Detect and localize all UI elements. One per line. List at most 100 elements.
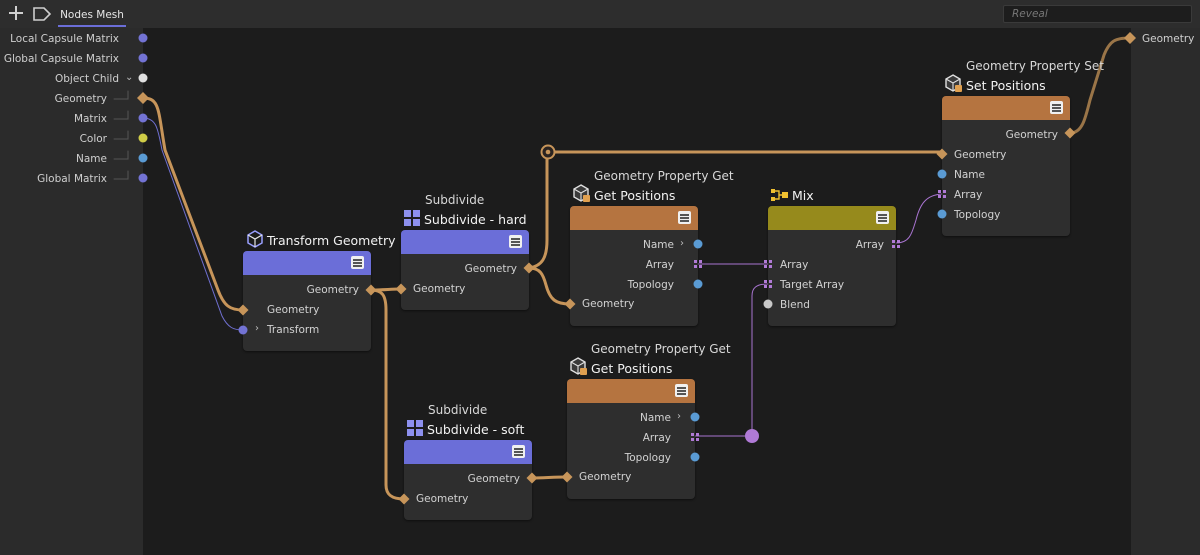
mix-icon bbox=[771, 187, 789, 206]
port-socket-name-in[interactable] bbox=[937, 169, 947, 179]
wire-set-to-output bbox=[1068, 36, 1132, 135]
port-socket-topology-in[interactable] bbox=[937, 209, 947, 219]
input-port-label: Geometry bbox=[582, 298, 635, 310]
node-subtitle: Geometry Property Get bbox=[591, 342, 731, 356]
input-port-label: Array bbox=[780, 259, 809, 271]
port-socket-object[interactable] bbox=[138, 73, 148, 83]
port-socket-geometry-in[interactable] bbox=[398, 493, 410, 505]
port-socket-array-in[interactable] bbox=[764, 260, 772, 268]
search-input[interactable]: Reveal bbox=[1003, 5, 1192, 23]
node-header[interactable] bbox=[570, 206, 698, 230]
port-socket-topology-out[interactable] bbox=[693, 279, 703, 289]
node-title: Subdivide - hard bbox=[424, 212, 527, 227]
port-label: Global Capsule Matrix bbox=[3, 53, 119, 65]
node-set-positions[interactable]: Geometry Geometry Name Array Topology bbox=[942, 96, 1070, 236]
port-socket-matrix[interactable] bbox=[138, 173, 148, 183]
grid-icon bbox=[407, 420, 423, 439]
menu-icon[interactable] bbox=[351, 256, 364, 269]
port-socket-geometry-in[interactable] bbox=[395, 283, 407, 295]
port-label: Local Capsule Matrix bbox=[10, 33, 119, 45]
node-header[interactable] bbox=[942, 96, 1070, 120]
port-socket-blend-in[interactable] bbox=[763, 299, 773, 309]
chevron-right-icon[interactable]: › bbox=[255, 323, 259, 334]
port-label: Name bbox=[76, 153, 107, 165]
port-socket-array-in[interactable] bbox=[938, 190, 946, 198]
wire-matrix-to-transform bbox=[142, 117, 244, 331]
port-label: Object Child bbox=[54, 73, 119, 85]
port-socket-geometry-out[interactable] bbox=[526, 472, 538, 484]
wire-mix-to-set bbox=[895, 193, 943, 244]
input-port-label: Array bbox=[954, 189, 983, 201]
port-socket-matrix[interactable] bbox=[138, 53, 148, 63]
port-socket-geometry-in[interactable] bbox=[564, 298, 576, 310]
input-port-label: Transform bbox=[267, 324, 320, 336]
reroute-node-array[interactable] bbox=[745, 429, 759, 443]
output-port-geometry[interactable]: Geometry bbox=[1142, 33, 1195, 45]
port-socket-color[interactable] bbox=[138, 133, 148, 143]
menu-icon[interactable] bbox=[509, 235, 522, 248]
input-port-label: Topology bbox=[954, 209, 1001, 221]
wire-reroute-to-mix-target bbox=[751, 283, 769, 437]
port-socket-array-out[interactable] bbox=[892, 240, 900, 248]
port-socket-matrix[interactable] bbox=[138, 113, 148, 123]
output-port-label: Geometry bbox=[464, 263, 517, 275]
port-socket-array-out[interactable] bbox=[691, 433, 699, 441]
tab-nodes-mesh[interactable]: Nodes Mesh bbox=[58, 5, 126, 27]
menu-icon[interactable] bbox=[876, 211, 889, 224]
input-ports-panel bbox=[0, 28, 143, 555]
chevron-right-icon[interactable]: › bbox=[677, 411, 681, 422]
wire-transform-to-sub-soft bbox=[369, 288, 406, 501]
output-port-label: Geometry bbox=[306, 284, 359, 296]
port-label: Matrix bbox=[73, 113, 107, 125]
menu-icon[interactable] bbox=[512, 445, 525, 458]
chevron-right-icon[interactable]: › bbox=[680, 238, 684, 249]
port-socket-geometry-out[interactable] bbox=[365, 284, 377, 296]
node-subdivide-soft[interactable]: Geometry Geometry bbox=[404, 440, 532, 520]
node-title: Transform Geometry bbox=[267, 233, 396, 248]
node-header[interactable] bbox=[243, 251, 371, 275]
port-socket-geometry-out[interactable] bbox=[523, 262, 535, 274]
reroute-node-geometry[interactable] bbox=[540, 144, 556, 160]
port-socket-array-out[interactable] bbox=[694, 260, 702, 268]
menu-icon[interactable] bbox=[1050, 101, 1063, 114]
port-socket-name-out[interactable] bbox=[693, 239, 703, 249]
port-socket-target-array-in[interactable] bbox=[764, 280, 772, 288]
port-label: Color bbox=[79, 133, 107, 145]
port-socket-geometry-in[interactable] bbox=[237, 304, 249, 316]
port-socket-transform-in[interactable] bbox=[238, 325, 248, 335]
node-header[interactable] bbox=[768, 206, 896, 230]
port-socket-name[interactable] bbox=[138, 153, 148, 163]
node-get-positions-2[interactable]: Name › Array Topology Geometry bbox=[567, 379, 695, 499]
node-header[interactable] bbox=[404, 440, 532, 464]
port-socket-matrix[interactable] bbox=[138, 33, 148, 43]
node-transform-geometry[interactable]: Geometry Geometry › Transform bbox=[243, 251, 371, 351]
node-header[interactable] bbox=[567, 379, 695, 403]
node-title: Mix bbox=[792, 188, 814, 203]
port-socket-topology-out[interactable] bbox=[690, 452, 700, 462]
toolbar: Nodes Mesh Reveal bbox=[0, 0, 1200, 28]
port-socket-name-out[interactable] bbox=[690, 412, 700, 422]
input-port-label: Name bbox=[954, 169, 985, 181]
plus-icon[interactable] bbox=[6, 3, 26, 23]
tag-icon[interactable] bbox=[32, 6, 52, 22]
port-socket-geometry-out[interactable] bbox=[1064, 127, 1076, 139]
input-port-label: Geometry bbox=[579, 471, 632, 483]
input-port-label: Blend bbox=[780, 299, 810, 311]
node-get-positions-1[interactable]: Name › Array Topology Geometry bbox=[570, 206, 698, 326]
menu-icon[interactable] bbox=[675, 384, 688, 397]
geometry-property-icon bbox=[569, 357, 588, 379]
node-header[interactable] bbox=[401, 230, 529, 254]
menu-icon[interactable] bbox=[678, 211, 691, 224]
port-socket-geometry[interactable] bbox=[1124, 32, 1136, 44]
port-socket-geometry-in[interactable] bbox=[936, 148, 948, 160]
geometry-property-icon bbox=[944, 74, 963, 96]
input-port-label: Geometry bbox=[413, 283, 466, 295]
chevron-down-icon[interactable]: ⌄ bbox=[125, 72, 134, 83]
node-subdivide-hard[interactable]: Geometry Geometry bbox=[401, 230, 529, 310]
node-subtitle: Subdivide bbox=[425, 193, 485, 207]
port-socket-geometry-in[interactable] bbox=[561, 471, 573, 483]
node-mix[interactable]: Array Array Target Array Blend bbox=[768, 206, 896, 326]
port-socket-geometry[interactable] bbox=[137, 92, 149, 104]
output-port-label: Geometry bbox=[467, 473, 520, 485]
